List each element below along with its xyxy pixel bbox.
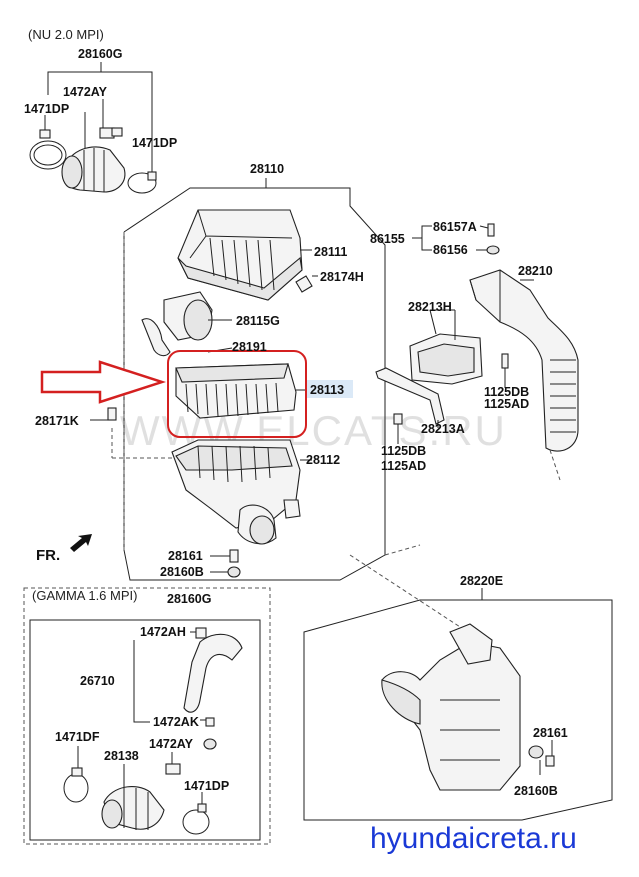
- label-1471df: 1471DF: [55, 730, 100, 744]
- label-1125ad-a: 1125AD: [484, 397, 529, 411]
- highlight-arrow: [40, 360, 167, 404]
- clamp-1472ay-gamma: [165, 738, 217, 775]
- label-28161-right: 28161: [533, 726, 568, 740]
- assembly-outline-28220e: [303, 544, 613, 821]
- assembly-outline-28110: [123, 178, 386, 581]
- label-28191: 28191: [232, 340, 267, 354]
- group-86155: [412, 223, 500, 255]
- label-28138: 28138: [104, 749, 139, 763]
- bolt-28171k: [90, 407, 180, 459]
- label-front: FR.: [36, 547, 60, 564]
- label-26710: 26710: [80, 674, 115, 688]
- air-cleaner-assembly-28220e: [381, 623, 521, 791]
- clamp-1471dp-right: [127, 150, 157, 194]
- highlight-box: [167, 350, 307, 438]
- label-28160b-right: 28160B: [514, 784, 558, 798]
- hose-26710-gamma: [133, 627, 243, 727]
- label-86156: 86156: [433, 243, 468, 257]
- label-28213a: 28213A: [421, 422, 465, 436]
- label-28115g: 28115G: [236, 314, 280, 328]
- label-1472ah: 1472AH: [140, 625, 186, 639]
- label-86155: 86155: [370, 232, 405, 246]
- label-28160g-top: 28160G: [78, 47, 122, 61]
- label-1472ay-top: 1472AY: [63, 85, 108, 99]
- label-86157a: 86157A: [433, 220, 477, 234]
- section-label-nu: (NU 2.0 MPI): [28, 27, 104, 42]
- label-28111: 28111: [314, 245, 347, 259]
- front-direction-indicator: [70, 534, 92, 552]
- grommet-28161-right: [528, 740, 555, 775]
- grommet-28161-mid: [210, 549, 241, 578]
- bracket-28213h: [409, 309, 483, 385]
- label-1125ad-b: 1125AD: [381, 459, 426, 473]
- clamp-1471dp-gamma: [182, 792, 210, 835]
- label-28160g-gamma: 28160G: [167, 592, 211, 606]
- bracket-28213a: [375, 367, 445, 444]
- hose-26710-nu: [61, 99, 126, 193]
- clamp-1471dp-left: [29, 115, 67, 170]
- label-1471dp-gamma: 1471DP: [184, 779, 229, 793]
- label-1472ay-gamma: 1472AY: [149, 737, 194, 751]
- label-28112: 28112: [306, 453, 340, 467]
- highlight-label-bg: [307, 380, 353, 398]
- clamp-1471df-gamma: [63, 746, 89, 803]
- adapter-28115g: [163, 291, 232, 341]
- site-watermark: hyundaicreta.ru: [370, 822, 577, 855]
- label-1125db-a: 1125DB: [484, 385, 529, 399]
- hose-28138-gamma: [101, 764, 165, 830]
- label-28161-mid: 28161: [168, 549, 203, 563]
- label-28174h: 28174H: [320, 270, 364, 284]
- upper-housing-28111: [177, 209, 312, 301]
- duct-28210: [469, 269, 579, 481]
- clip-28174h: [295, 275, 318, 293]
- label-1125db-b: 1125DB: [381, 444, 426, 458]
- label-28113: 28113: [310, 383, 344, 397]
- section-label-gamma: (GAMMA 1.6 MPI): [32, 588, 137, 603]
- label-28171k: 28171K: [35, 414, 79, 428]
- air-filter-28113: [175, 363, 310, 419]
- label-28110: 28110: [250, 162, 284, 176]
- label-1472ak: 1472AK: [153, 715, 199, 729]
- label-1471dp-right: 1471DP: [132, 136, 177, 150]
- label-28220e: 28220E: [460, 574, 503, 588]
- lower-housing-28112: [171, 439, 312, 545]
- label-28160b-mid: 28160B: [160, 565, 204, 579]
- gamma-section-frame: [23, 587, 271, 845]
- label-28213h: 28213H: [408, 300, 452, 314]
- label-1471dp-left: 1471DP: [24, 102, 69, 116]
- label-28210: 28210: [518, 264, 553, 278]
- bolt-1125db-a: [501, 353, 509, 388]
- group-28160g-top: [47, 62, 153, 175]
